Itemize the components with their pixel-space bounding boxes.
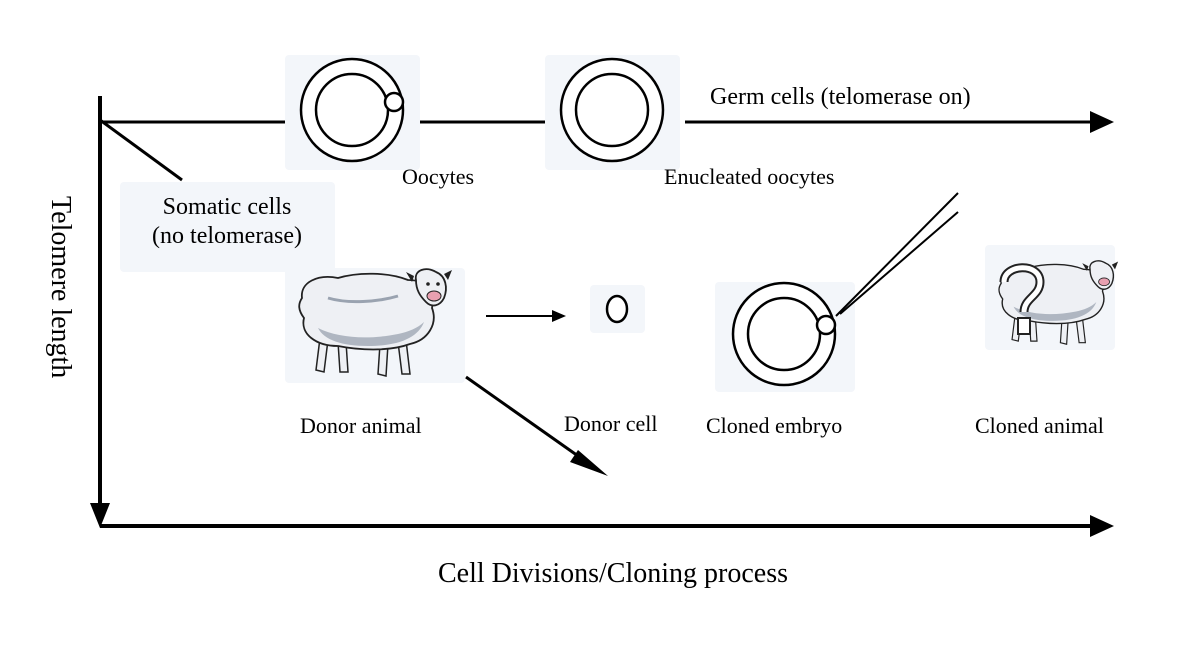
- enucleated-oocyte-icon: [559, 57, 665, 163]
- enucleated-oocytes-label: Enucleated oocytes: [664, 164, 835, 189]
- somatic-cells-line-1: Somatic cells: [162, 194, 292, 220]
- sheep-with-question-mark-icon: [998, 260, 1119, 345]
- somatic-cells-line-2: (no telomerase): [152, 222, 302, 249]
- y-axis: [90, 96, 110, 528]
- germ-line: [100, 111, 1114, 133]
- x-axis: [100, 515, 1114, 537]
- embryo-icon: [731, 281, 837, 387]
- somatic-line: [99, 118, 183, 182]
- oocyte-icon: [299, 57, 405, 163]
- y-axis-label: Telomere length: [45, 196, 76, 379]
- arrow-diagonal-down: [465, 375, 608, 476]
- somatic-label-backdrop: [120, 182, 335, 272]
- x-axis-label: Cell Divisions/Cloning process: [438, 558, 788, 589]
- oocytes-label: Oocytes: [402, 164, 475, 189]
- germ-cells-label: Germ cells (telomerase on): [710, 84, 971, 110]
- donor-cell-label: Donor cell: [564, 411, 658, 436]
- cell-icon: [605, 294, 629, 324]
- arrow-animal-to-cell: [486, 310, 566, 322]
- cloned-embryo-label: Cloned embryo: [706, 413, 843, 438]
- cloned-animal-label: Cloned animal: [975, 413, 1104, 438]
- micropipette-icon: [835, 192, 959, 317]
- donor-animal-label: Donor animal: [300, 413, 422, 438]
- sheep-icon: [298, 268, 452, 377]
- somatic-cells-label: Somatic cells (no telomerase): [122, 193, 332, 251]
